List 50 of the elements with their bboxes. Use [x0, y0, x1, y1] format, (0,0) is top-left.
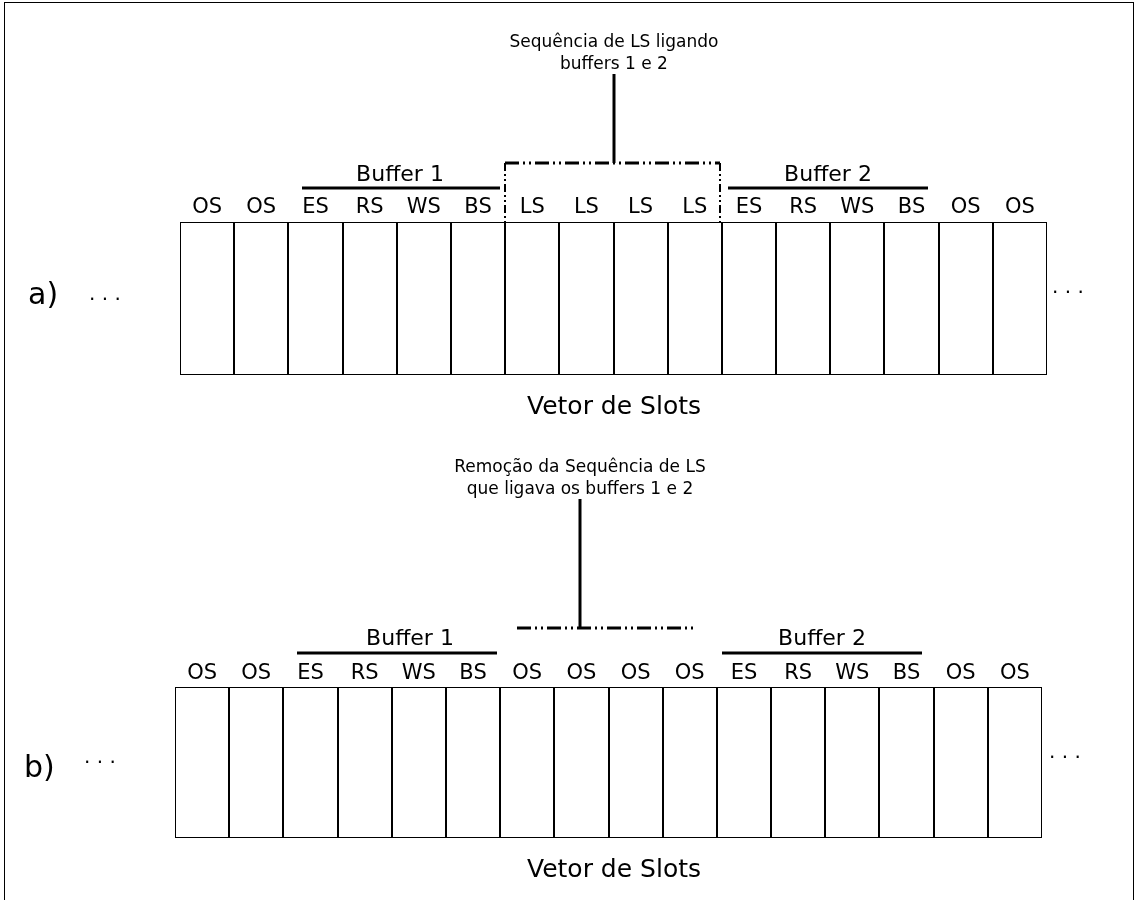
slot-label: OS [186, 660, 218, 684]
buffer-label: Buffer 2 [778, 626, 866, 651]
buffer-label: Buffer 1 [356, 162, 444, 187]
dash-dot-bracket [517, 626, 695, 630]
ellipsis: . . . [1049, 740, 1081, 762]
slot-label: BS [463, 194, 493, 218]
slot-label: BS [896, 194, 927, 218]
leader-line [578, 499, 582, 628]
slot-label: OS [619, 660, 652, 684]
slot-label: RS [349, 660, 380, 684]
panel-label: a) [28, 277, 59, 310]
slot-label: WS [834, 660, 871, 684]
callout-text: Remoção da Sequência de LS que ligava os buffers 1 e 2 [453, 455, 707, 499]
slot-label: OS [240, 660, 273, 684]
slot-label: BS [891, 660, 922, 684]
slot-label: OS [1003, 194, 1036, 218]
slot-label: OS [245, 194, 278, 218]
buffer-label: Buffer 1 [366, 626, 454, 651]
ellipsis: . . . [1052, 275, 1084, 297]
vector-caption: Vetor de Slots [527, 855, 701, 883]
dash-dot-bracket [505, 161, 720, 165]
vector-caption: Vetor de Slots [527, 392, 701, 420]
slot-label: OS [673, 660, 706, 684]
slot-label: OS [944, 660, 977, 684]
panel-label: b) [24, 750, 55, 783]
buffer-label: Buffer 2 [784, 162, 872, 187]
callout-text: Sequência de LS ligando buffers 1 e 2 [508, 30, 720, 74]
ellipsis: . . . [89, 282, 121, 304]
slot-label: RS [354, 194, 385, 218]
slot-label: LS [681, 194, 709, 218]
slot-label: ES [296, 660, 325, 684]
slot-label: OS [949, 194, 982, 218]
slot-label: ES [729, 660, 759, 684]
ellipsis: . . . [84, 745, 116, 767]
slot-label: LS [518, 194, 546, 218]
slot-label: RS [788, 194, 819, 218]
slot-label: WS [405, 194, 442, 218]
slot-label: OS [191, 194, 223, 218]
slot-label: WS [400, 660, 437, 684]
slot-label: OS [565, 660, 598, 684]
slot-label: LS [627, 194, 655, 218]
slot-label: ES [301, 194, 330, 218]
slot-label: BS [458, 660, 488, 684]
slot-label: OS [998, 660, 1031, 684]
slot-label: RS [783, 660, 814, 684]
slot-label: WS [839, 194, 876, 218]
slot-label: LS [572, 194, 600, 218]
leader-line [612, 74, 616, 163]
slot-label: ES [734, 194, 764, 218]
slot-label: OS [511, 660, 544, 684]
